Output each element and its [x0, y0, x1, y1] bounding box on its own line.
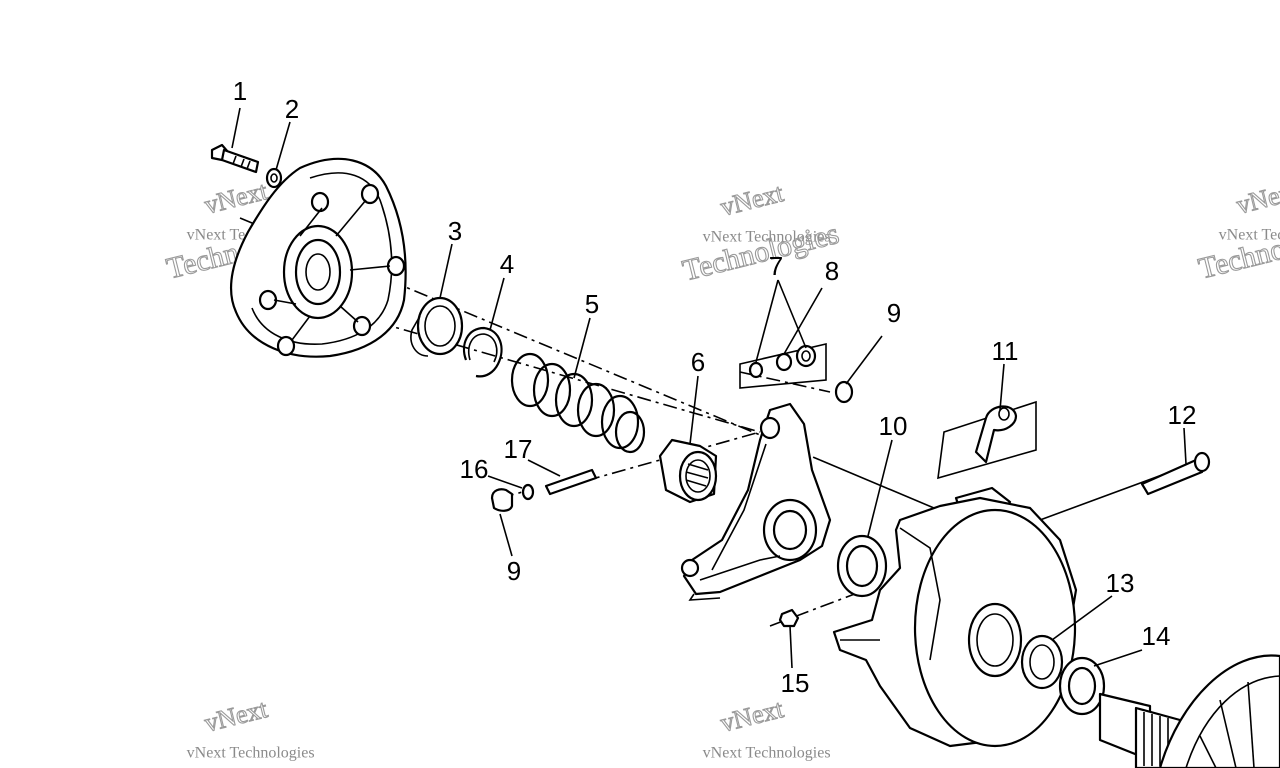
callout-3: 3 — [448, 216, 462, 246]
callout-labels: 1 2 3 4 5 6 7 8 9 9 10 11 12 13 14 15 16… — [233, 76, 1197, 698]
part-6-collar — [658, 438, 718, 504]
watermark-text: vNext Technologies — [1219, 227, 1280, 244]
leader-lines — [231, 107, 1187, 669]
callout-10: 10 — [879, 411, 908, 441]
part-14-washer — [1058, 656, 1106, 716]
spider-arm — [680, 402, 832, 601]
watermark-logo-small: vNext — [718, 694, 787, 738]
parts-7-8-detail — [739, 342, 827, 389]
callout-4: 4 — [500, 249, 514, 279]
part-5-spring — [510, 352, 646, 454]
callout-9-bottom: 9 — [507, 556, 521, 586]
callout-13: 13 — [1106, 568, 1135, 598]
callout-17: 17 — [504, 434, 533, 464]
cover-housing — [230, 157, 407, 358]
callout-12: 12 — [1168, 400, 1197, 430]
callout-9-top: 9 — [887, 298, 901, 328]
watermark-logo-small: vNext — [718, 178, 787, 222]
callout-14: 14 — [1142, 621, 1171, 651]
part-4-snap-ring — [462, 326, 503, 378]
callout-6: 6 — [691, 347, 705, 377]
part-17-pin — [544, 468, 598, 496]
watermark-logo-small: vNext — [1234, 176, 1280, 220]
part-9-cap-bottom — [490, 488, 514, 512]
part-2-washer — [265, 167, 283, 189]
watermark-bottom-center: vNext vNext Technologies — [703, 693, 831, 762]
callout-11: 11 — [992, 336, 1019, 366]
part-12-stud — [1140, 451, 1211, 496]
watermark-text: vNext Technologies — [703, 229, 831, 246]
watermark-text: vNext Technologies — [187, 745, 315, 762]
part-1-bolt — [210, 143, 260, 174]
callout-8: 8 — [825, 256, 839, 286]
callout-7: 7 — [769, 251, 783, 281]
part-9-roller-top — [834, 380, 854, 404]
part-13-bushing — [1020, 634, 1064, 690]
watermark-bottom-left: vNext vNext Technologies — [187, 693, 315, 762]
watermark-text: vNext Technologies — [703, 745, 831, 762]
watermark-logo-small: vNext — [202, 694, 271, 738]
shaft-and-fixed-sheave — [1098, 654, 1280, 768]
callout-15: 15 — [781, 668, 810, 698]
part-11-detail — [937, 400, 1037, 480]
part-3-bushing — [410, 296, 464, 357]
watermark-top-right: vNext vNext Technologies Technologies — [1195, 175, 1280, 286]
part-16-washer — [521, 483, 535, 501]
callout-5: 5 — [585, 289, 599, 319]
watermark-top-center: vNext vNext Technologies Technologies — [679, 177, 843, 288]
callout-16: 16 — [460, 454, 489, 484]
part-15-nut — [778, 608, 800, 628]
part-10-washer — [836, 534, 888, 598]
callout-2: 2 — [285, 94, 299, 124]
callout-1: 1 — [233, 76, 247, 106]
